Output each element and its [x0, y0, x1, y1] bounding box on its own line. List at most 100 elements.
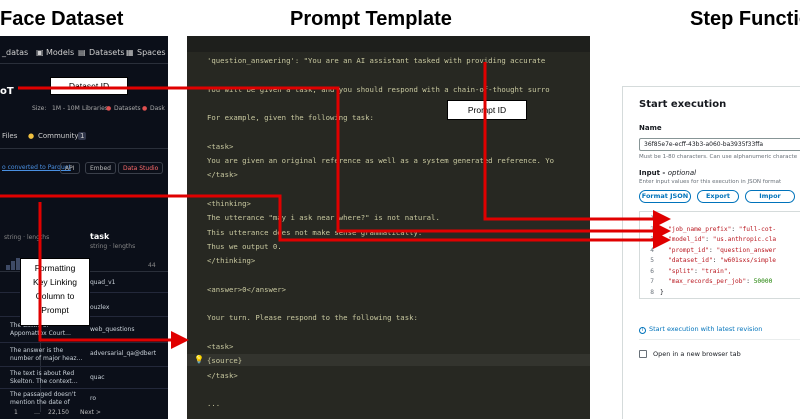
cell-task[interactable]: quac [90, 374, 105, 381]
prompt-template-editor[interactable]: 💡 'question_answering': "You are an AI a… [187, 36, 590, 419]
api-button[interactable]: API [60, 162, 80, 174]
editor-line: Thus we output 0. [207, 241, 282, 251]
info-icon: i [639, 327, 646, 334]
heading-prompt-template: Prompt Template [290, 8, 452, 30]
json-line: "model_id": "us.anthropic.cla [668, 236, 776, 243]
editor-line: 'question_answering': "You are an AI ass… [207, 56, 546, 65]
hf-top-nav: _datas ▣ Models ▤ Datasets ▦ Spaces [0, 48, 168, 62]
cell-text[interactable]: The passaged doesn't mention the date of [10, 391, 76, 406]
nav-datasets[interactable]: Datasets [89, 48, 125, 57]
open-new-tab-label: Open in a new browser tab [653, 350, 741, 358]
json-colon: : [708, 246, 717, 254]
nav-divider [0, 63, 168, 64]
page-first[interactable]: 1 [14, 409, 18, 416]
datasets-icon: ▤ [78, 48, 86, 57]
json-line-number: 3 [650, 236, 654, 243]
format-json-button[interactable]: Format JSON [639, 190, 691, 203]
name-hint: Must be 1-80 characters. Can use alphanu… [639, 154, 798, 160]
import-button[interactable]: Impor [745, 190, 795, 203]
tab-community[interactable]: Community [38, 132, 79, 140]
library-datasets[interactable]: Datasets [114, 105, 141, 112]
cell-task[interactable]: quad_v1 [90, 279, 116, 286]
panel-divider [639, 339, 800, 340]
json-line: { [660, 215, 664, 222]
editor-line: {source} [207, 356, 243, 366]
json-colon: : [694, 267, 702, 275]
page-last[interactable]: 22,150 [48, 409, 69, 416]
json-key: "model_id" [668, 236, 706, 243]
library-dask[interactable]: Dask [150, 105, 165, 112]
json-input-editor[interactable]: 1{2"job_name_prefix": "full-cot-3"model_… [639, 211, 800, 299]
models-icon: ▣ [36, 48, 44, 57]
histogram-bar [11, 261, 15, 270]
json-value: "question_answer [716, 246, 777, 254]
heading-face-dataset: Face Dataset [0, 8, 124, 30]
json-line-number: 6 [650, 267, 654, 275]
json-line: "dataset_id": "w601sxs/simple [668, 257, 776, 264]
current-line-highlight [187, 354, 590, 366]
column-type-text: string · lengths [4, 234, 50, 241]
histogram-bar [16, 258, 20, 270]
editor-line: </thinking> [207, 256, 256, 266]
next-page-button[interactable]: Next > [80, 409, 101, 416]
json-colon: : [731, 225, 739, 233]
tab-files[interactable]: Files [2, 132, 18, 140]
nav-models[interactable]: Models [46, 48, 75, 57]
input-optional-text: optional [667, 169, 697, 177]
histogram-bar [6, 265, 10, 270]
dask-icon: ● [142, 105, 148, 112]
json-colon: : [712, 257, 721, 264]
editor-line: You will be given a task, and you should… [207, 84, 550, 94]
cell-task[interactable]: adversarial_qa@dbert [90, 350, 157, 357]
lightbulb-icon[interactable]: 💡 [194, 355, 204, 364]
start-execution-latest-text: Start execution with latest revision [649, 325, 763, 333]
callout-prompt-id: Prompt ID [447, 100, 527, 120]
json-line: "job_name_prefix": "full-cot- [668, 226, 776, 233]
nav-spaces[interactable]: Spaces [137, 48, 166, 57]
json-colon: : [705, 236, 713, 243]
heading-step-functions: Step Functio [690, 8, 800, 30]
cell-text[interactable]: The text is about Red Skelton. The conte… [10, 370, 78, 385]
community-count-badge: 1 [78, 132, 87, 140]
json-line-number: 8 [650, 288, 654, 296]
start-execution-title: Start execution [639, 99, 727, 110]
size-value: 1M - 10M [52, 105, 80, 112]
open-new-tab-checkbox[interactable] [639, 350, 647, 358]
json-line-number: 2 [650, 225, 654, 233]
json-value: "w601sxs/simple [720, 257, 777, 264]
callout-formatting-key: Formatting Key Linking Column to Prompt [20, 258, 90, 326]
step-functions-panel: Start execution Name 36f85e7e-ecff-43b3-… [622, 86, 800, 419]
cell-task[interactable]: ouzlex [90, 304, 110, 311]
datasets-lib-icon: ● [106, 105, 112, 112]
input-label-text: Input - [639, 169, 668, 177]
editor-line: ... [207, 399, 221, 409]
editor-line: <task> [207, 141, 234, 151]
editor-line: Your turn. Please respond to the followi… [207, 313, 418, 323]
size-label: Size: [32, 105, 47, 112]
export-button[interactable]: Export [697, 190, 739, 203]
json-key: "dataset_id" [668, 257, 713, 264]
editor-line: <task> [207, 342, 234, 351]
json-colon: : [746, 278, 754, 285]
json-line-number: 7 [650, 278, 654, 285]
json-line: "split": "train", [668, 268, 731, 275]
editor-line: </task> [207, 370, 238, 380]
execution-name-input[interactable]: 36f85e7e-ecff-43b3-a060-ba3935f33ffa [639, 138, 800, 151]
input-label: Input - optional [639, 169, 696, 177]
json-line: "max_records_per_job": 50000 [668, 278, 772, 285]
column-name-task[interactable]: task [90, 232, 110, 241]
json-key: "split" [668, 267, 695, 275]
row-divider [0, 366, 168, 367]
json-line: "prompt_id": "question_answer [668, 247, 776, 254]
json-key: "max_records_per_job" [668, 278, 747, 285]
dataset-title: oT [0, 86, 14, 97]
cell-task[interactable]: ro [90, 395, 97, 402]
nav-datasets-partial[interactable]: _datas [2, 48, 29, 57]
editor-line: For example, given the following task: [207, 113, 374, 123]
cell-text[interactable]: The answer is the number of major heaz… [10, 347, 83, 362]
data-studio-button[interactable]: Data Studio [118, 162, 164, 174]
cell-task[interactable]: web_questions [90, 326, 135, 333]
json-line-number: 5 [650, 257, 654, 264]
embed-button[interactable]: Embed [85, 162, 116, 174]
